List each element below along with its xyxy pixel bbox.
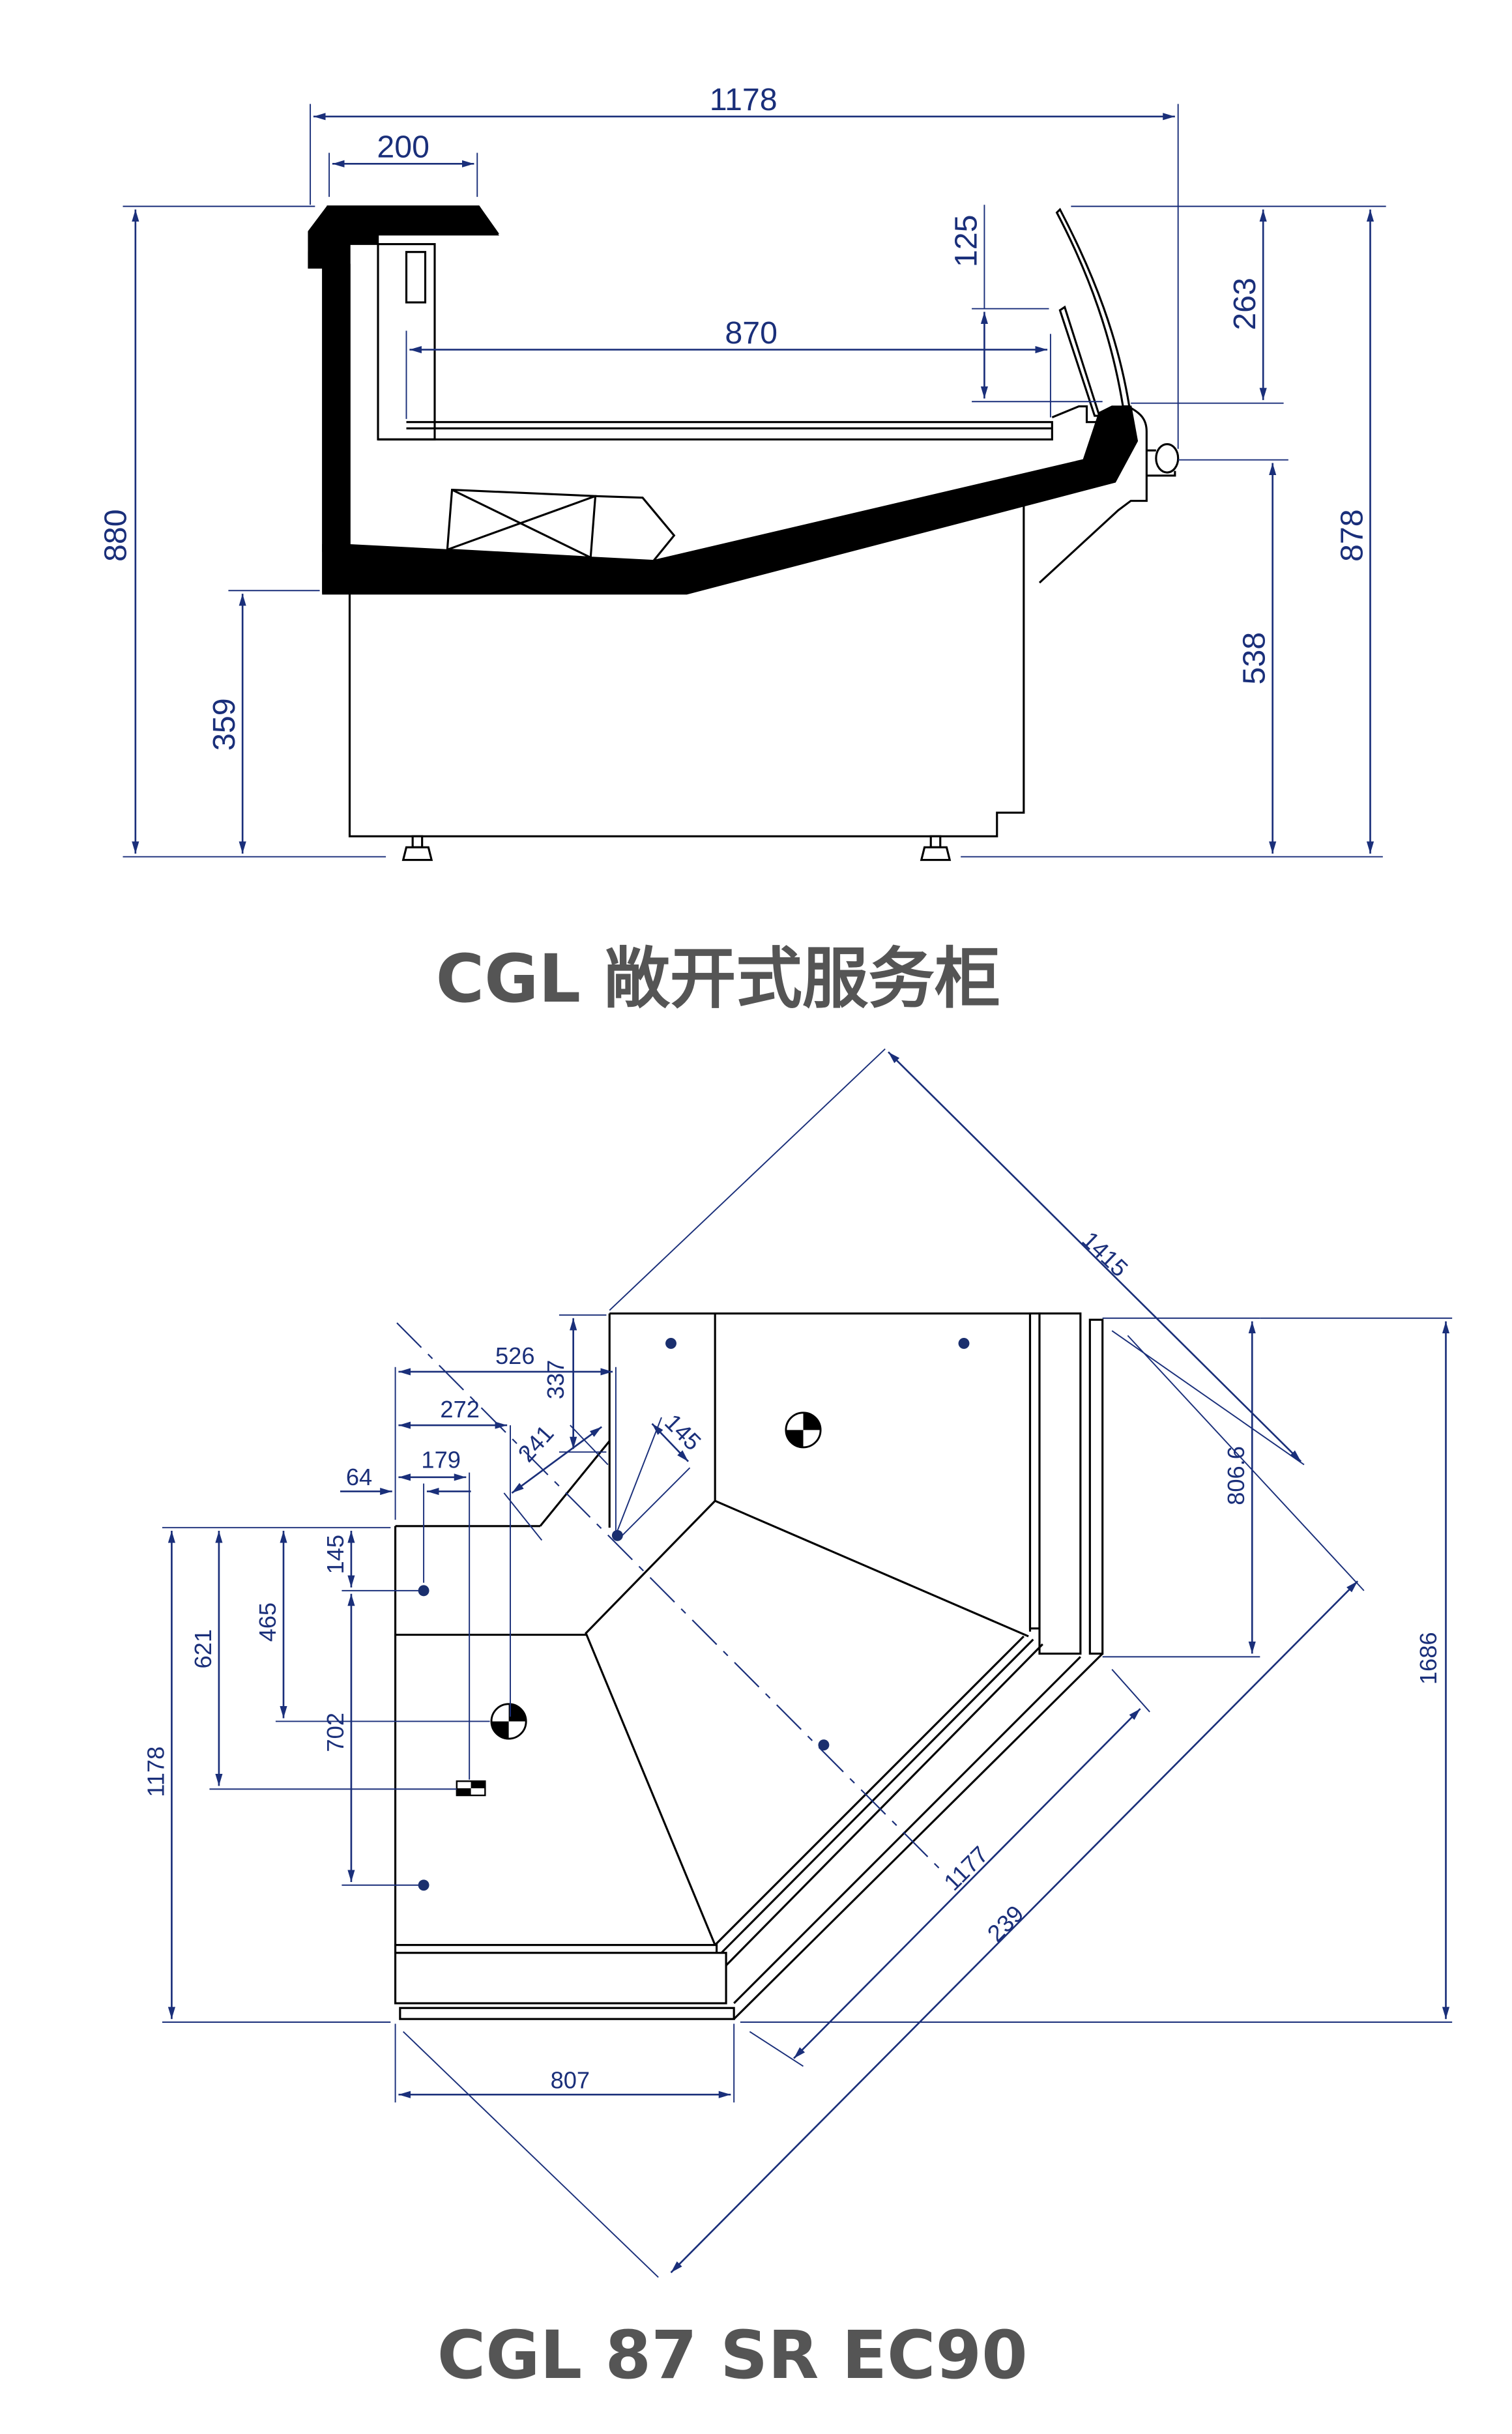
dim-807-label: 807 (551, 2067, 590, 2094)
plan-markers (418, 1337, 970, 1891)
dot-icon (418, 1585, 429, 1597)
dim-272-label: 272 (440, 1396, 479, 1423)
dot-icon (958, 1337, 970, 1349)
dim-64-label: 64 (346, 1464, 372, 1490)
dim-1178-label: 1178 (710, 82, 778, 117)
plan-dimensions: 1415 806.6 1686 1177 239 807 (142, 1048, 1453, 2278)
dim-465-label: 465 (254, 1602, 281, 1642)
dim-179-label: 179 (421, 1446, 460, 1473)
dim-1178-left-label: 1178 (142, 1746, 169, 1797)
dim-878-label: 878 (1334, 509, 1369, 562)
dim-526-label: 526 (495, 1342, 534, 1369)
dim-239-label: 239 (982, 1900, 1029, 1947)
dim-145-diagonal-label: 145 (660, 1409, 706, 1456)
dim-359-label: 359 (207, 698, 242, 751)
plan-view: 1415 806.6 1686 1177 239 807 (142, 1048, 1453, 2394)
foot-right (920, 835, 952, 862)
dim-880-label: 880 (98, 509, 133, 562)
side-dimensions: 1178 200 870 125 263 88 (98, 82, 1386, 858)
dim-125-label: 125 (948, 214, 983, 267)
dim-806-6-label: 806.6 (1223, 1446, 1249, 1505)
side-view-title: CGL 敞开式服务柜 (436, 940, 1001, 1017)
foot-left (401, 835, 433, 862)
dot-icon (818, 1739, 830, 1751)
dim-263-label: 263 (1227, 278, 1262, 330)
center-of-gravity-icon (490, 1703, 527, 1740)
dim-1686-label: 1686 (1415, 1632, 1442, 1685)
dim-145-vertical-label: 145 (322, 1535, 349, 1574)
cabinet-profile (308, 205, 1180, 862)
dim-538-label: 538 (1237, 632, 1272, 685)
dim-702-label: 702 (322, 1713, 349, 1752)
dim-1177-label: 1177 (938, 1841, 993, 1896)
dot-icon (611, 1529, 623, 1541)
dim-621-label: 621 (190, 1629, 216, 1668)
dot-icon (418, 1879, 429, 1891)
dim-1415-label: 1415 (1077, 1226, 1133, 1282)
center-of-gravity-icon (785, 1412, 822, 1449)
side-view: 1178 200 870 125 263 88 (98, 82, 1386, 1017)
dim-870-label: 870 (725, 315, 778, 351)
dim-241-label: 241 (513, 1420, 559, 1467)
dim-337-label: 337 (542, 1360, 569, 1399)
checkered-marker-icon (456, 1780, 486, 1797)
dim-200-label: 200 (377, 130, 429, 165)
plan-view-title: CGL 87 SR EC90 (437, 2317, 1028, 2394)
dot-icon (665, 1337, 676, 1349)
